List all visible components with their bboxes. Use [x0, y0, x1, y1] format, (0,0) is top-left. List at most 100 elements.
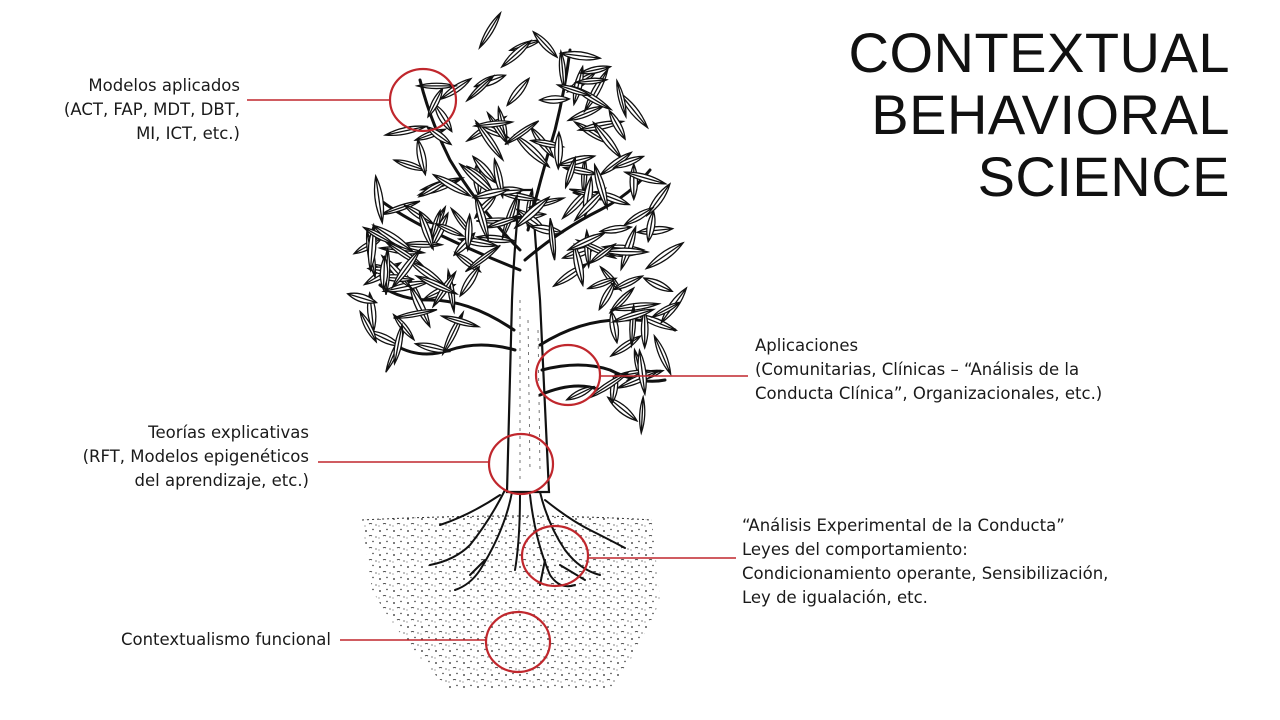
leaf	[609, 309, 620, 345]
leaf	[418, 209, 434, 252]
page-title: CONTEXTUAL BEHAVIORAL SCIENCE	[849, 22, 1231, 208]
label-line: MI, ICT, etc.)	[136, 124, 240, 143]
label-line: Aplicaciones	[755, 336, 859, 355]
leaf	[554, 130, 564, 171]
roots	[429, 489, 626, 591]
leaf	[622, 171, 668, 185]
leaf	[439, 315, 482, 328]
leaf	[393, 322, 404, 366]
leaf	[538, 95, 571, 104]
leaf	[644, 241, 685, 270]
leaf	[501, 194, 519, 240]
leaf	[414, 274, 459, 295]
leaf	[459, 265, 481, 298]
label-line: Modelos aplicados	[88, 76, 240, 95]
leaf	[438, 77, 473, 101]
circle-trunk	[487, 432, 555, 496]
leaf	[474, 119, 505, 163]
leaf	[608, 109, 626, 141]
label-line: Leyes del comportamiento:	[742, 540, 968, 559]
leaf	[566, 105, 606, 122]
leaf	[556, 155, 597, 167]
circle-branch	[534, 343, 602, 407]
leaf	[611, 155, 646, 169]
label-line: (ACT, FAP, MDT, DBT,	[63, 100, 240, 119]
leaf	[393, 308, 438, 319]
leaf	[359, 309, 378, 344]
leaf	[610, 308, 657, 323]
leaf	[564, 155, 577, 190]
title-line-1: CONTEXTUAL	[848, 21, 1230, 84]
leaf	[433, 222, 466, 237]
leaf	[513, 195, 551, 230]
leaf	[555, 84, 593, 97]
leaf	[616, 78, 627, 120]
leaf	[513, 133, 551, 169]
leaf	[414, 82, 459, 90]
annotation-circles	[388, 67, 602, 674]
leaf	[471, 188, 511, 199]
leaf	[465, 74, 496, 103]
leaf	[653, 333, 672, 377]
leaf	[504, 120, 540, 146]
leaf	[500, 39, 533, 69]
leaf	[548, 218, 557, 261]
leaf	[601, 247, 651, 256]
label-line: Ley de igualación, etc.	[742, 588, 928, 607]
leaf	[565, 385, 596, 401]
label-line: “Análisis Experimental de la Conducta”	[742, 516, 1065, 535]
leaf	[586, 277, 618, 290]
circle-soil	[484, 610, 552, 674]
leaf	[431, 173, 472, 197]
leaf	[379, 254, 389, 292]
leaf	[615, 369, 661, 390]
trunk	[505, 188, 551, 494]
label-line: del aprendizaje, etc.)	[134, 471, 310, 490]
leaf	[593, 162, 608, 211]
label-line: Teorías explicativas	[148, 423, 309, 442]
leaf	[578, 65, 613, 75]
leaf	[464, 212, 473, 253]
leaf	[573, 77, 609, 85]
leaf	[478, 10, 502, 50]
leaf	[464, 244, 501, 273]
leaf	[650, 301, 682, 318]
leaf	[409, 284, 431, 329]
leaf	[392, 159, 428, 172]
leaf	[598, 280, 616, 312]
leaf	[402, 204, 435, 225]
leaf	[484, 216, 521, 229]
leaf	[572, 242, 585, 288]
circle-roots	[520, 524, 590, 588]
leaf	[416, 137, 427, 177]
leaf	[629, 162, 639, 202]
leaf	[390, 247, 422, 290]
label-analisis-experimental: “Análisis Experimental de la Conducta” L…	[742, 514, 1108, 610]
label-line: (RFT, Modelos epigenéticos	[82, 447, 309, 466]
leaf	[640, 308, 649, 350]
title-line-3: SCIENCE	[977, 145, 1230, 208]
label-line: Conducta Clínica”, Organizacionales, etc…	[755, 384, 1103, 403]
leaf	[532, 30, 559, 59]
label-line: (Comunitarias, Clínicas – “Análisis de l…	[755, 360, 1080, 379]
label-line: Condicionamiento operante, Sensibilizaci…	[742, 564, 1109, 583]
leaf	[566, 232, 607, 251]
leaf	[558, 49, 567, 92]
leaves	[346, 10, 688, 436]
label-modelos-aplicados: Modelos aplicados (ACT, FAP, MDT, DBT, M…	[64, 74, 240, 146]
label-aplicaciones: Aplicaciones (Comunitarias, Clínicas – “…	[755, 334, 1102, 406]
leaf	[642, 277, 674, 293]
leaf	[486, 110, 509, 146]
leaf	[474, 193, 489, 243]
leader-lines	[247, 99, 748, 641]
circle-leaves	[388, 67, 458, 133]
leaf	[558, 50, 603, 61]
leaf	[471, 120, 515, 128]
leaf	[646, 209, 656, 244]
leaf	[637, 348, 647, 397]
title-line-2: BEHAVIORAL	[871, 83, 1230, 146]
leaf	[606, 396, 639, 423]
label-teorias-explicativas: Teorías explicativas (RFT, Modelos epige…	[83, 421, 309, 493]
